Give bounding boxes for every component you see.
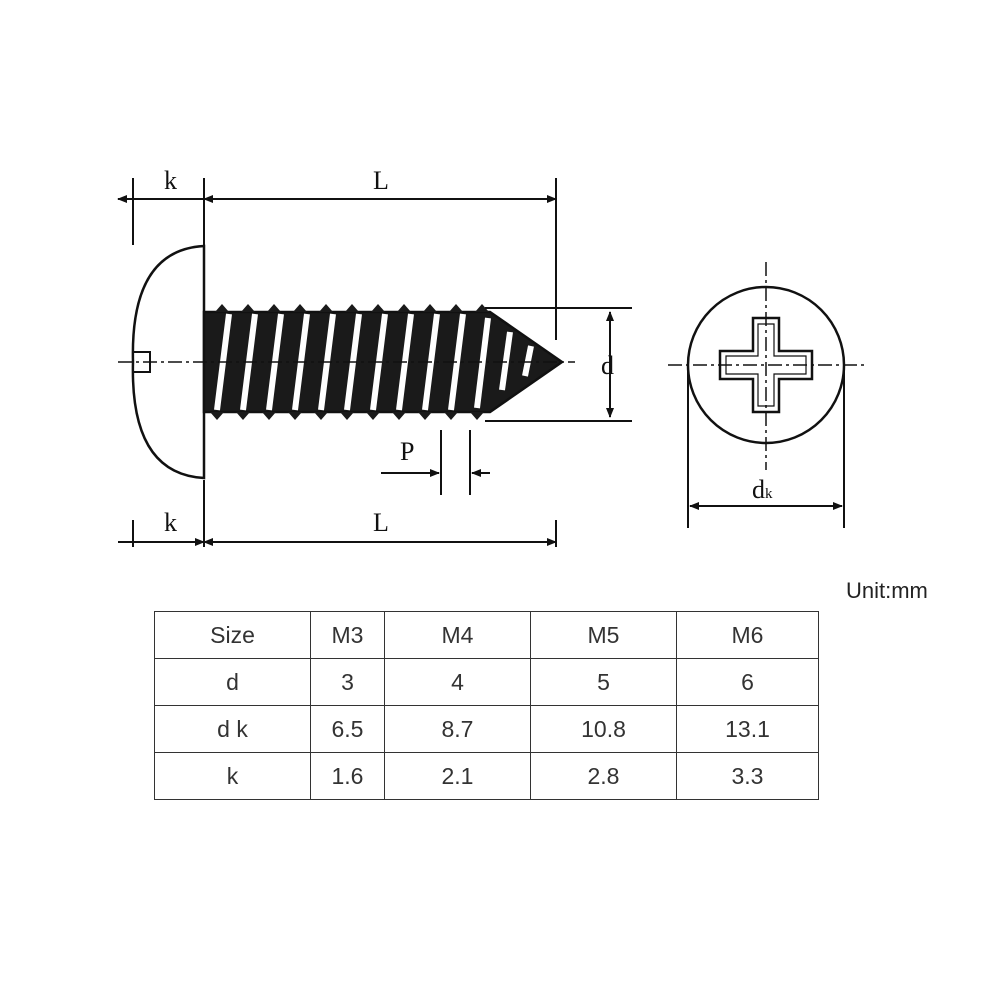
phillips-recess xyxy=(718,316,814,414)
table-cell: 13.1 xyxy=(676,705,819,753)
table-header-row: Size M3 M4 M5 M6 xyxy=(154,611,819,659)
table-cell: 10.8 xyxy=(530,705,677,753)
header-cell: M4 xyxy=(384,611,531,659)
size-spec-table: Size M3 M4 M5 M6 d 3 4 5 6 d k 6.5 8.7 1… xyxy=(154,611,819,800)
label-P: P xyxy=(400,437,414,466)
table-cell: 3 xyxy=(310,658,385,706)
table-cell: 3.3 xyxy=(676,752,819,800)
label-dk: dk xyxy=(752,475,773,504)
table-cell: 1.6 xyxy=(310,752,385,800)
table-cell: d k xyxy=(154,705,311,753)
table-cell: 4 xyxy=(384,658,531,706)
dimension-lines xyxy=(117,178,632,547)
screw-shank xyxy=(202,304,565,420)
table-cell: 5 xyxy=(530,658,677,706)
table-row: k 1.6 2.1 2.8 3.3 xyxy=(154,752,819,800)
header-cell: Size xyxy=(154,611,311,659)
label-k-top: k xyxy=(164,166,177,195)
label-d: d xyxy=(601,351,614,380)
table-cell: 2.1 xyxy=(384,752,531,800)
table-cell: 8.7 xyxy=(384,705,531,753)
screw-head-top-view xyxy=(668,262,864,528)
header-cell: M5 xyxy=(530,611,677,659)
screw-side-view xyxy=(118,244,575,480)
table-row: d k 6.5 8.7 10.8 13.1 xyxy=(154,705,819,753)
label-L-top: L xyxy=(373,166,389,195)
header-cell: M3 xyxy=(310,611,385,659)
table-cell: d xyxy=(154,658,311,706)
table-cell: 6 xyxy=(676,658,819,706)
table-cell: 2.8 xyxy=(530,752,677,800)
header-cell: M6 xyxy=(676,611,819,659)
table-cell: k xyxy=(154,752,311,800)
label-k-bottom: k xyxy=(164,508,177,537)
label-L-bottom: L xyxy=(373,508,389,537)
unit-label: Unit:mm xyxy=(846,578,928,603)
table-cell: 6.5 xyxy=(310,705,385,753)
table-row: d 3 4 5 6 xyxy=(154,658,819,706)
